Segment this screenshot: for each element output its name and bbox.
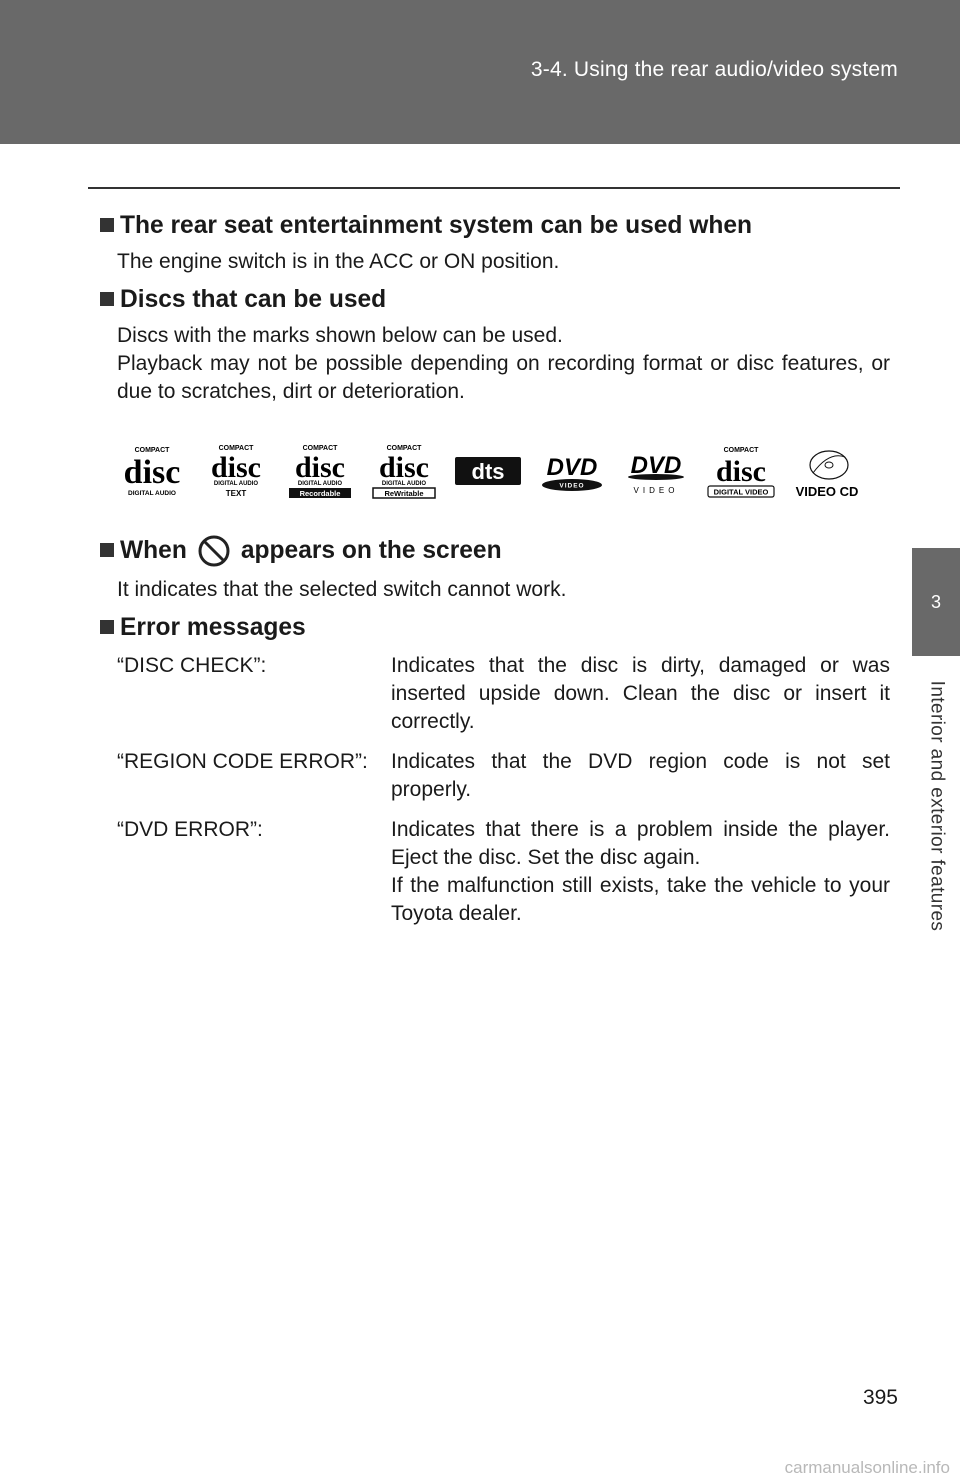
chapter-tab-number[interactable]: 3	[912, 548, 960, 656]
error-description: Indicates that the disc is dirty, damage…	[391, 652, 890, 736]
paragraph: If the malfunction still exists, take th…	[391, 874, 890, 925]
page-content: The rear seat entertainment system can b…	[100, 212, 890, 940]
svg-text:COMPACT: COMPACT	[219, 445, 255, 452]
svg-text:disc: disc	[379, 451, 429, 484]
section-body: Discs with the marks shown below can be …	[117, 322, 890, 406]
section-when-used: The rear seat entertainment system can b…	[100, 212, 890, 276]
square-bullet-icon	[100, 543, 114, 557]
paragraph: Indicates that the DVD region code is no…	[391, 750, 890, 801]
paragraph: Playback may not be possible depending o…	[117, 352, 890, 403]
compact-disc-digital-video-logo: COMPACT disc DIGITAL VIDEO	[707, 447, 775, 498]
svg-text:TEXT: TEXT	[226, 489, 247, 498]
paragraph: Indicates that the disc is dirty, damage…	[391, 654, 890, 733]
section-heading: The rear seat entertainment system can b…	[100, 212, 890, 240]
svg-text:disc: disc	[124, 454, 181, 491]
heading-text: Error messages	[120, 614, 306, 641]
section-heading: Discs that can be used	[100, 286, 890, 314]
disc-logo-row: COMPACT disc DIGITAL AUDIO COMPACT disc …	[117, 436, 890, 506]
svg-text:VIDEO: VIDEO	[634, 486, 679, 495]
svg-text:VIDEO: VIDEO	[559, 483, 584, 490]
svg-text:COMPACT: COMPACT	[387, 445, 423, 452]
error-description: Indicates that there is a problem inside…	[391, 816, 890, 928]
heading-text: Discs that can be used	[120, 286, 387, 313]
square-bullet-icon	[100, 292, 114, 306]
dts-logo: dts	[455, 457, 521, 485]
error-code: “DISC CHECK”:	[117, 654, 267, 677]
heading-text: appears on the screen	[240, 537, 502, 564]
svg-text:ReWritable: ReWritable	[384, 489, 423, 498]
svg-text:DIGITAL VIDEO: DIGITAL VIDEO	[714, 488, 769, 497]
svg-text:disc: disc	[211, 451, 261, 484]
svg-text:disc: disc	[716, 455, 766, 488]
compact-disc-text-logo: COMPACT disc DIGITAL AUDIO TEXT	[211, 445, 261, 498]
svg-text:DIGITAL AUDIO: DIGITAL AUDIO	[214, 481, 259, 487]
heading-text: When	[120, 537, 187, 564]
svg-text:DIGITAL AUDIO: DIGITAL AUDIO	[382, 481, 427, 487]
error-description: Indicates that the DVD region code is no…	[391, 748, 890, 804]
svg-text:COMPACT: COMPACT	[724, 447, 760, 454]
section-body: The engine switch is in the ACC or ON po…	[117, 248, 890, 276]
compact-disc-rewritable-logo: COMPACT disc DIGITAL AUDIO ReWritable	[372, 445, 436, 499]
error-code: “DVD ERROR”:	[117, 818, 263, 841]
paragraph: It indicates that the selected switch ca…	[117, 578, 567, 601]
svg-text:DIGITAL AUDIO: DIGITAL AUDIO	[298, 481, 343, 487]
paragraph: Indicates that there is a problem inside…	[391, 818, 890, 869]
error-code: “REGION CODE ERROR”:	[117, 750, 368, 773]
chapter-tab-label-text: Interior and exterior features	[926, 680, 947, 932]
section-heading: Error messages	[100, 614, 890, 642]
error-item: “REGION CODE ERROR”: Indicates that the …	[117, 748, 890, 804]
prohibited-icon	[198, 535, 230, 567]
dvd-video-logo: DVD VIDEO	[628, 452, 684, 495]
section-divider	[88, 187, 900, 189]
header-title: 3-4. Using the rear audio/video system	[530, 58, 898, 81]
compact-disc-digital-audio-logo: COMPACT disc DIGITAL AUDIO	[124, 447, 181, 497]
error-message-list: “DISC CHECK”: Indicates that the disc is…	[117, 652, 890, 928]
chapter-tab-label: Interior and exterior features	[912, 656, 960, 956]
square-bullet-icon	[100, 218, 114, 232]
section-heading: When appears on the screen	[100, 534, 890, 568]
paragraph: The engine switch is in the ACC or ON po…	[117, 250, 560, 273]
section-body: It indicates that the selected switch ca…	[117, 576, 890, 604]
section-discs: Discs that can be used Discs with the ma…	[100, 286, 890, 406]
compact-disc-recordable-logo: COMPACT disc DIGITAL AUDIO Recordable	[289, 445, 351, 498]
video-cd-logo: VIDEO CD	[796, 450, 859, 499]
header-band: 3-4. Using the rear audio/video system	[0, 0, 960, 144]
svg-text:VIDEO CD: VIDEO CD	[796, 484, 859, 499]
section-errors: Error messages “DISC CHECK”: Indicates t…	[100, 614, 890, 928]
heading-text: The rear seat entertainment system can b…	[120, 212, 753, 239]
dvd-video-logo: DVD VIDEO	[542, 454, 602, 491]
svg-text:Recordable: Recordable	[300, 489, 341, 498]
section-prohibit: When appears on the screen It indicates …	[100, 534, 890, 604]
svg-text:disc: disc	[295, 451, 345, 484]
svg-text:COMPACT: COMPACT	[135, 447, 171, 454]
svg-text:dts: dts	[472, 459, 505, 484]
page-number: 395	[862, 1386, 898, 1409]
error-item: “DISC CHECK”: Indicates that the disc is…	[117, 652, 890, 736]
svg-text:DVD: DVD	[547, 454, 598, 481]
paragraph: Discs with the marks shown below can be …	[117, 324, 563, 347]
square-bullet-icon	[100, 620, 114, 634]
svg-text:DIGITAL AUDIO: DIGITAL AUDIO	[128, 490, 176, 497]
error-item: “DVD ERROR”: Indicates that there is a p…	[117, 816, 890, 928]
svg-text:COMPACT: COMPACT	[303, 445, 339, 452]
watermark: carmanualsonline.info	[784, 1458, 950, 1477]
